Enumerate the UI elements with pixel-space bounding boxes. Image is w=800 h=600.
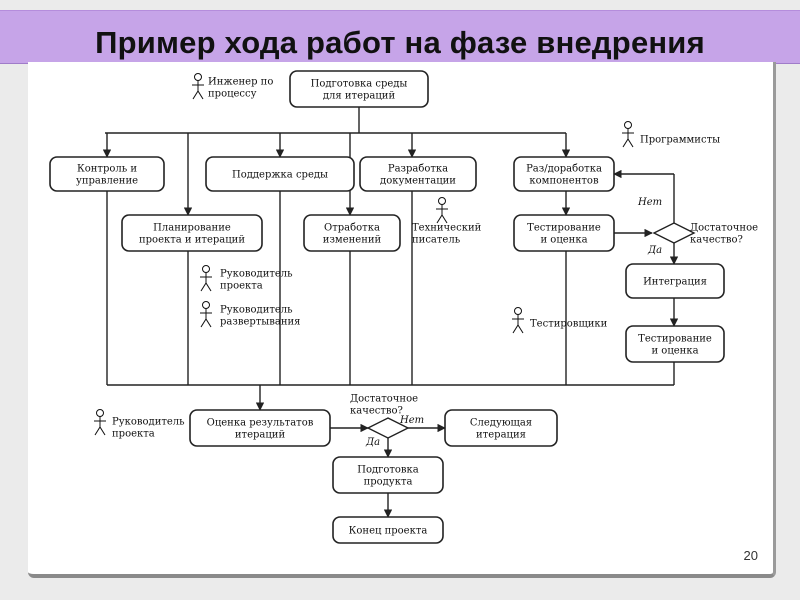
- page-number: 20: [743, 548, 758, 563]
- node-doc-dev-line-2: документации: [380, 176, 456, 187]
- node-next-iter-line-1: Следующая: [470, 418, 532, 429]
- node-comp-dev-line-2: компонентов: [529, 176, 599, 187]
- actor-process-engineer-label-line-1: Инженер по: [208, 77, 273, 88]
- node-doc-dev-line-1: Разработка: [388, 164, 448, 175]
- actor-tech-writer-label-line-1: Технический: [412, 223, 482, 234]
- decision-yes-label: Да: [647, 245, 662, 256]
- node-control-line-2: управление: [76, 176, 138, 187]
- decision-quality-2-question-line-2: качество?: [350, 406, 403, 417]
- node-product-prep-line-2: продукта: [364, 477, 413, 488]
- actor-process-engineer-label-line-2: процессу: [208, 89, 257, 100]
- node-planning-line-1: Планирование: [153, 223, 231, 234]
- node-next-iter-line-2: итерация: [476, 430, 526, 441]
- node-testing2-line-1: Тестирование: [638, 334, 712, 345]
- actor-deploy-manager-label-line-2: развертывания: [220, 317, 301, 328]
- slide-title: Пример хода работ на фазе внедрения: [95, 25, 705, 60]
- node-prep-env-line-2: для итераций: [323, 91, 396, 102]
- actor-testers-label-line-1: Тестировщики: [530, 319, 608, 330]
- node-iter-eval-line-2: итераций: [235, 430, 286, 441]
- decision-no-label: Нет: [637, 197, 662, 208]
- decision-yes-label: Да: [365, 437, 380, 448]
- node-change-mgmt-line-2: изменений: [323, 235, 382, 246]
- node-env-support: Поддержка среды: [205, 156, 355, 192]
- node-testing1-line-2: и оценка: [540, 235, 587, 246]
- node-integration: Интеграция: [625, 263, 725, 299]
- node-iter-eval-line-1: Оценка результатов: [207, 418, 314, 429]
- actor-project-manager-label-line-2: проекта: [220, 281, 263, 292]
- title-bar: Пример хода работ на фазе внедрения: [0, 10, 800, 64]
- decision-quality-1-question-line-1: Достаточное: [690, 223, 758, 234]
- node-product-prep-line-1: Подготовка: [357, 465, 419, 476]
- node-prep-env-line-1: Подготовка среды: [311, 79, 408, 90]
- node-integration-line-1: Интеграция: [643, 277, 707, 288]
- node-planning-line-2: проекта и итераций: [139, 235, 245, 246]
- node-project-end-line-1: Конец проекта: [349, 526, 428, 537]
- decision-quality-1-question-line-2: качество?: [690, 235, 743, 246]
- actor-programmers: Программисты: [622, 121, 720, 148]
- node-comp-dev-line-1: Раз/доработка: [526, 164, 602, 175]
- actor-project-manager-label-line-1: Руководитель: [220, 269, 293, 280]
- actor-deploy-manager-label-line-1: Руководитель: [220, 305, 293, 316]
- actor-programmers-label-line-1: Программисты: [640, 135, 720, 146]
- node-project-end: Конец проекта: [332, 516, 444, 544]
- node-change-mgmt-line-1: Отработка: [324, 223, 380, 234]
- node-testing2-line-2: и оценка: [651, 346, 698, 357]
- node-env-support-line-1: Поддержка среды: [232, 170, 328, 181]
- actor-tech-writer-label-line-2: писатель: [412, 235, 461, 246]
- decision-no-label: Нет: [399, 415, 424, 426]
- actor-project-manager-2-label-line-2: проекта: [112, 429, 155, 440]
- actor-project-manager-2-label-line-1: Руководитель: [112, 417, 185, 428]
- actor-testers: Тестировщики: [512, 307, 608, 334]
- decision-quality-2-question-line-1: Достаточное: [350, 394, 418, 405]
- node-control-line-1: Контроль и: [77, 164, 137, 175]
- node-testing1-line-1: Тестирование: [527, 223, 601, 234]
